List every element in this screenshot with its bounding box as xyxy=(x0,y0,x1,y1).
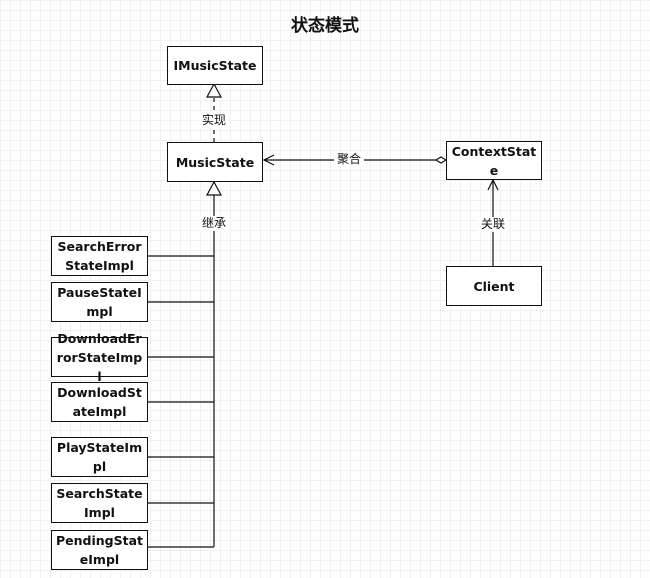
impl-node-pause[interactable]: PauseStateImpl xyxy=(51,282,148,322)
client-node[interactable]: Client xyxy=(446,266,542,306)
inheritance-edge xyxy=(205,180,223,547)
contextstate-node[interactable]: ContextState xyxy=(446,141,542,180)
impl-node-pending[interactable]: PendingStateImpl xyxy=(51,530,148,570)
impl-node-search[interactable]: SearchStateImpl xyxy=(51,483,148,523)
impl-node-download[interactable]: DownloadStateImpl xyxy=(51,382,148,422)
realization-edge xyxy=(205,82,223,142)
inheritance-branches xyxy=(148,255,214,548)
association-label: 关联 xyxy=(478,217,509,232)
diagram-title: 状态模式 xyxy=(291,16,359,36)
inheritance-label: 继承 xyxy=(199,216,230,231)
realization-label: 实现 xyxy=(199,113,230,128)
impl-node-search-error[interactable]: SearchErrorStateImpl xyxy=(51,236,148,276)
imusicstate-node[interactable]: IMusicState xyxy=(167,46,263,85)
impl-node-download-error[interactable]: DownloadErrorStateImpl xyxy=(51,331,148,384)
musicstate-node[interactable]: MusicState xyxy=(167,142,263,182)
aggregation-label: 聚合 xyxy=(334,152,365,167)
impl-node-play[interactable]: PlayStateImpl xyxy=(51,437,148,477)
